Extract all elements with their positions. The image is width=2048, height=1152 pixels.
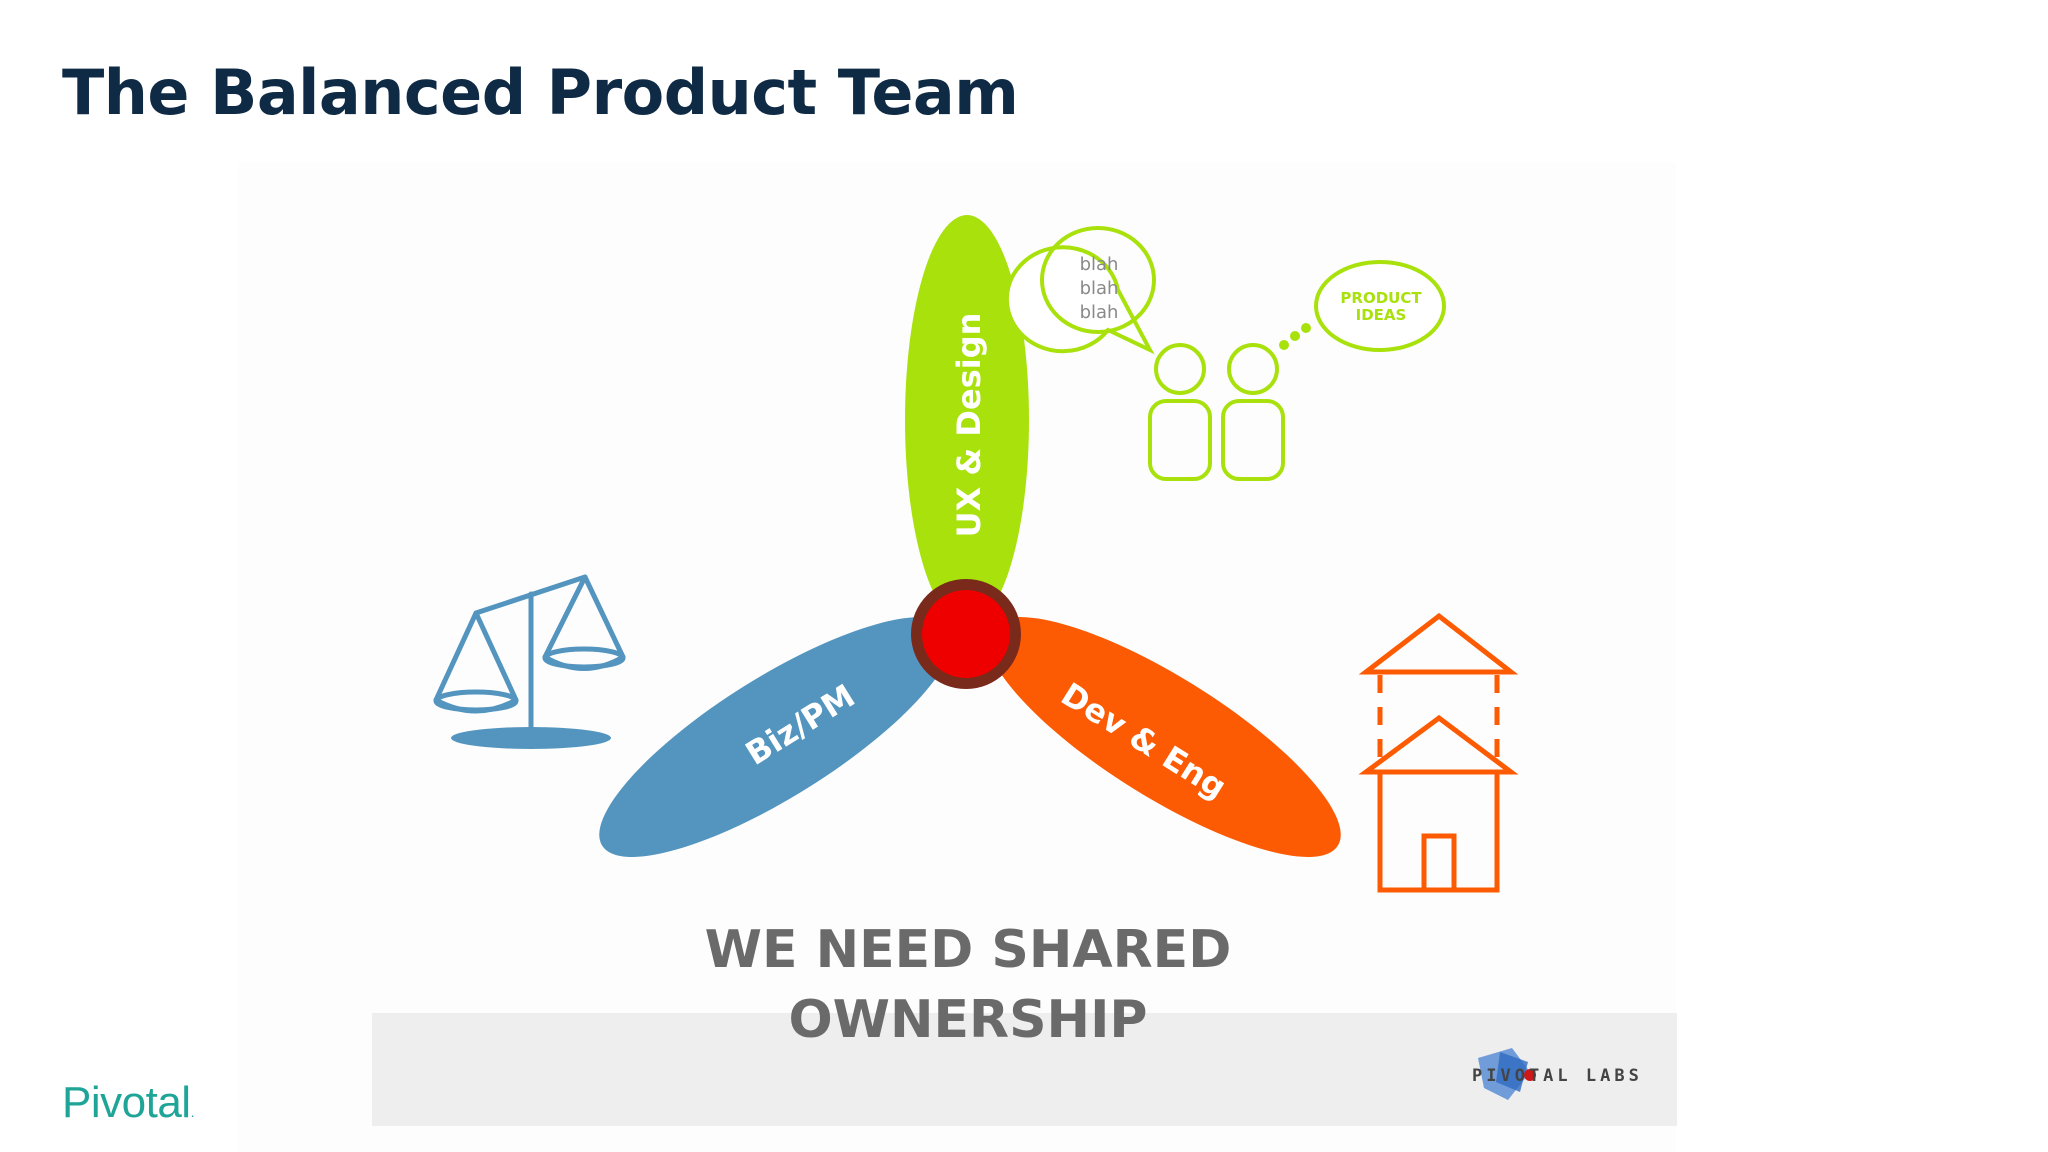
logo-dot: . [190,1104,195,1120]
thought-line: PRODUCT [1340,289,1422,307]
pivotal-labs-logo: PIVOTAL LABS [1472,1048,1643,1100]
speech-line: blah [1080,278,1119,299]
ux-design-petal: UX & Design [905,215,1029,625]
balance-scale-icon [433,574,626,749]
ux-design-label: UX & Design [950,313,988,538]
thought-line: IDEAS [1356,306,1407,324]
people-talking-icon [1004,226,1446,481]
hub-circle [911,579,1021,689]
figure-bottom-band [372,1013,1677,1126]
speech-line: blah [1080,254,1119,275]
slide-title: The Balanced Product Team [62,56,1019,129]
speech-line: blah [1080,302,1119,323]
house-extension-icon [1358,612,1519,893]
biz-pm-petal: Biz/PM [599,617,953,857]
caption-line-2: OWNERSHIP [788,990,1148,1050]
thought-bubble-text: PRODUCT IDEAS [1340,289,1422,324]
speech-bubble-text: blah blah blah [1080,254,1119,323]
pivotal-wordmark: Pivotal [62,1078,191,1127]
caption-line-1: WE NEED SHARED [704,920,1232,980]
pivotal-labs-wordmark: PIVOTAL LABS [1472,1066,1643,1086]
pivotal-logo: Pivotal. [62,1078,195,1128]
